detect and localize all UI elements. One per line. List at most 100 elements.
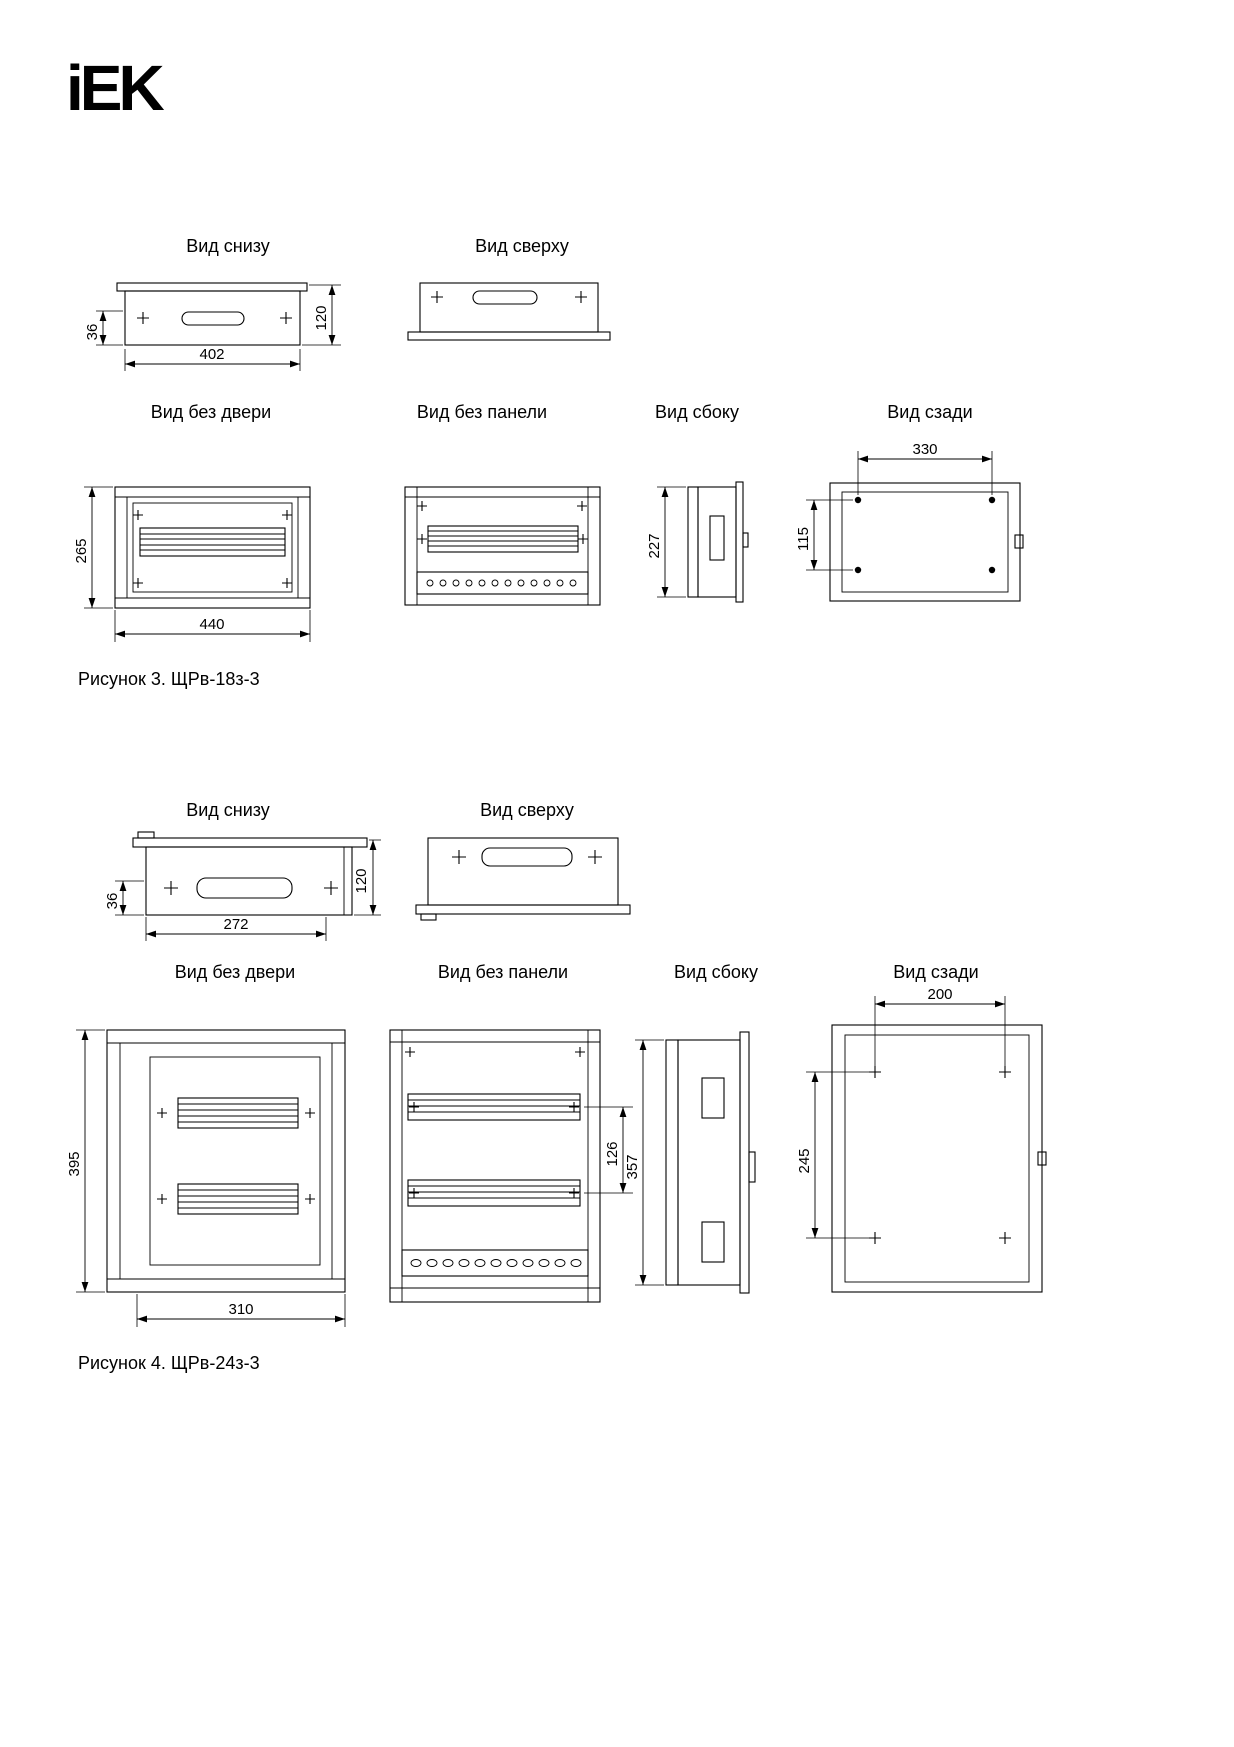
figure4-bottom-label: Вид снизу	[186, 800, 270, 820]
screw-cross	[569, 1188, 579, 1198]
figure4-no-door-view: Вид без двери 395 310	[66, 962, 346, 1327]
figure3-no-door-label: Вид без двери	[151, 402, 271, 422]
figure4-no-door-label: Вид без двери	[175, 962, 295, 982]
dim-height: 227	[646, 533, 663, 558]
rear-flange	[735, 481, 744, 603]
cable-entry-holes	[426, 579, 577, 587]
screw-cross	[133, 578, 143, 588]
cable-entry-holes	[410, 1259, 582, 1267]
figure4-bottom-view: Вид снизу 272 36 120	[104, 800, 381, 941]
door-edge	[665, 1039, 679, 1286]
hinge-slot	[701, 1077, 725, 1119]
figure3-no-door-view: Вид без двери 265 440	[73, 402, 311, 642]
back-panel	[841, 491, 1009, 593]
body	[124, 290, 301, 346]
flange	[415, 904, 631, 915]
figure3-side-view: Вид сбоку 227	[646, 402, 749, 603]
screw-cross	[409, 1102, 419, 1112]
screw-cross	[282, 510, 292, 520]
cable-slot	[481, 847, 573, 867]
dim-right: 120	[353, 868, 370, 893]
cable-slot	[181, 311, 245, 326]
cable-slot	[472, 290, 538, 305]
latch	[748, 1151, 756, 1183]
din-rail-hatch	[178, 1189, 298, 1209]
screw-cross	[305, 1108, 315, 1118]
din-rail	[139, 527, 286, 557]
enclosure-outline	[114, 486, 311, 609]
flange	[116, 282, 308, 292]
mounting-hole	[854, 496, 862, 504]
screw-cross	[157, 1108, 167, 1118]
dim-holes-x: 330	[912, 441, 937, 458]
figure3-bottom-view: Вид снизу 402 36 120	[84, 236, 341, 371]
figure4-no-panel-label: Вид без панели	[438, 962, 568, 982]
body	[419, 282, 599, 333]
screw-cross	[282, 578, 292, 588]
din-rail	[177, 1097, 299, 1129]
dim-height: 265	[73, 538, 90, 563]
figure4: Вид снизу 272 36 120 Вид сверху	[66, 800, 1047, 1373]
cable-entry-strip	[401, 1249, 589, 1277]
latch	[742, 532, 749, 548]
enclosure-outline	[389, 1029, 601, 1303]
figure3-side-label: Вид сбоку	[655, 402, 739, 422]
mounting-hole	[988, 496, 996, 504]
body	[145, 846, 353, 916]
body	[697, 486, 737, 598]
back-panel	[844, 1034, 1030, 1283]
screw-cross	[431, 291, 443, 303]
screw-cross	[157, 1194, 167, 1204]
screw-cross	[280, 312, 292, 324]
cable-entry-strip	[416, 571, 589, 595]
door-edge	[687, 486, 699, 598]
screw-cross	[133, 510, 143, 520]
hinge-tab	[420, 913, 437, 921]
figure4-top-label: Вид сверху	[480, 800, 574, 820]
extension-lines	[874, 996, 1006, 1066]
screw-cross	[575, 291, 587, 303]
enclosure-outline	[106, 1029, 346, 1293]
figure3-no-panel-label: Вид без панели	[417, 402, 547, 422]
dim-height: 357	[624, 1154, 641, 1179]
screw-cross	[417, 501, 427, 511]
dim-holes-y: 115	[795, 527, 812, 551]
dim-left: 36	[104, 893, 121, 910]
figure4-side-label: Вид сбоку	[674, 962, 758, 982]
inner-frame	[132, 502, 293, 593]
enclosure-outline	[404, 486, 601, 606]
hinge-slot	[709, 515, 725, 561]
din-rail	[407, 1179, 581, 1207]
din-rail	[427, 525, 579, 553]
figure3-top-view: Вид сверху	[407, 236, 611, 341]
extension-lines	[76, 1029, 105, 1293]
figure4-caption: Рисунок 4. ЩРв-24з-3	[78, 1353, 260, 1373]
figure3-no-panel-view: Вид без панели	[404, 402, 601, 606]
latch	[1037, 1151, 1047, 1166]
screw-cross	[137, 312, 149, 324]
din-rail-hatch	[428, 530, 578, 547]
figure4-rear-view: Вид сзади 200 245	[796, 962, 1047, 1293]
dim-left: 36	[84, 324, 101, 341]
din-rail-hatch	[178, 1103, 298, 1123]
mounting-hole-cross	[869, 1232, 881, 1244]
figure3-caption: Рисунок 3. ЩРв-18з-3	[78, 669, 260, 689]
dim-height: 395	[66, 1151, 83, 1176]
flange	[407, 331, 611, 341]
figure3-rear-label: Вид сзади	[887, 402, 972, 422]
dim-width: 402	[199, 346, 224, 363]
screw-cross	[417, 534, 427, 544]
mounting-hole-cross	[999, 1232, 1011, 1244]
screw-cross	[569, 1102, 579, 1112]
figure4-side-view: Вид сбоку 357	[624, 962, 758, 1294]
enclosure-outline	[831, 1024, 1043, 1293]
dim-right: 120	[313, 305, 330, 330]
dim-width: 310	[228, 1301, 253, 1318]
din-rail	[177, 1183, 299, 1215]
extension-lines	[302, 284, 341, 346]
dim-width: 440	[199, 616, 224, 633]
cable-slot	[196, 877, 293, 899]
latch	[1014, 534, 1024, 549]
